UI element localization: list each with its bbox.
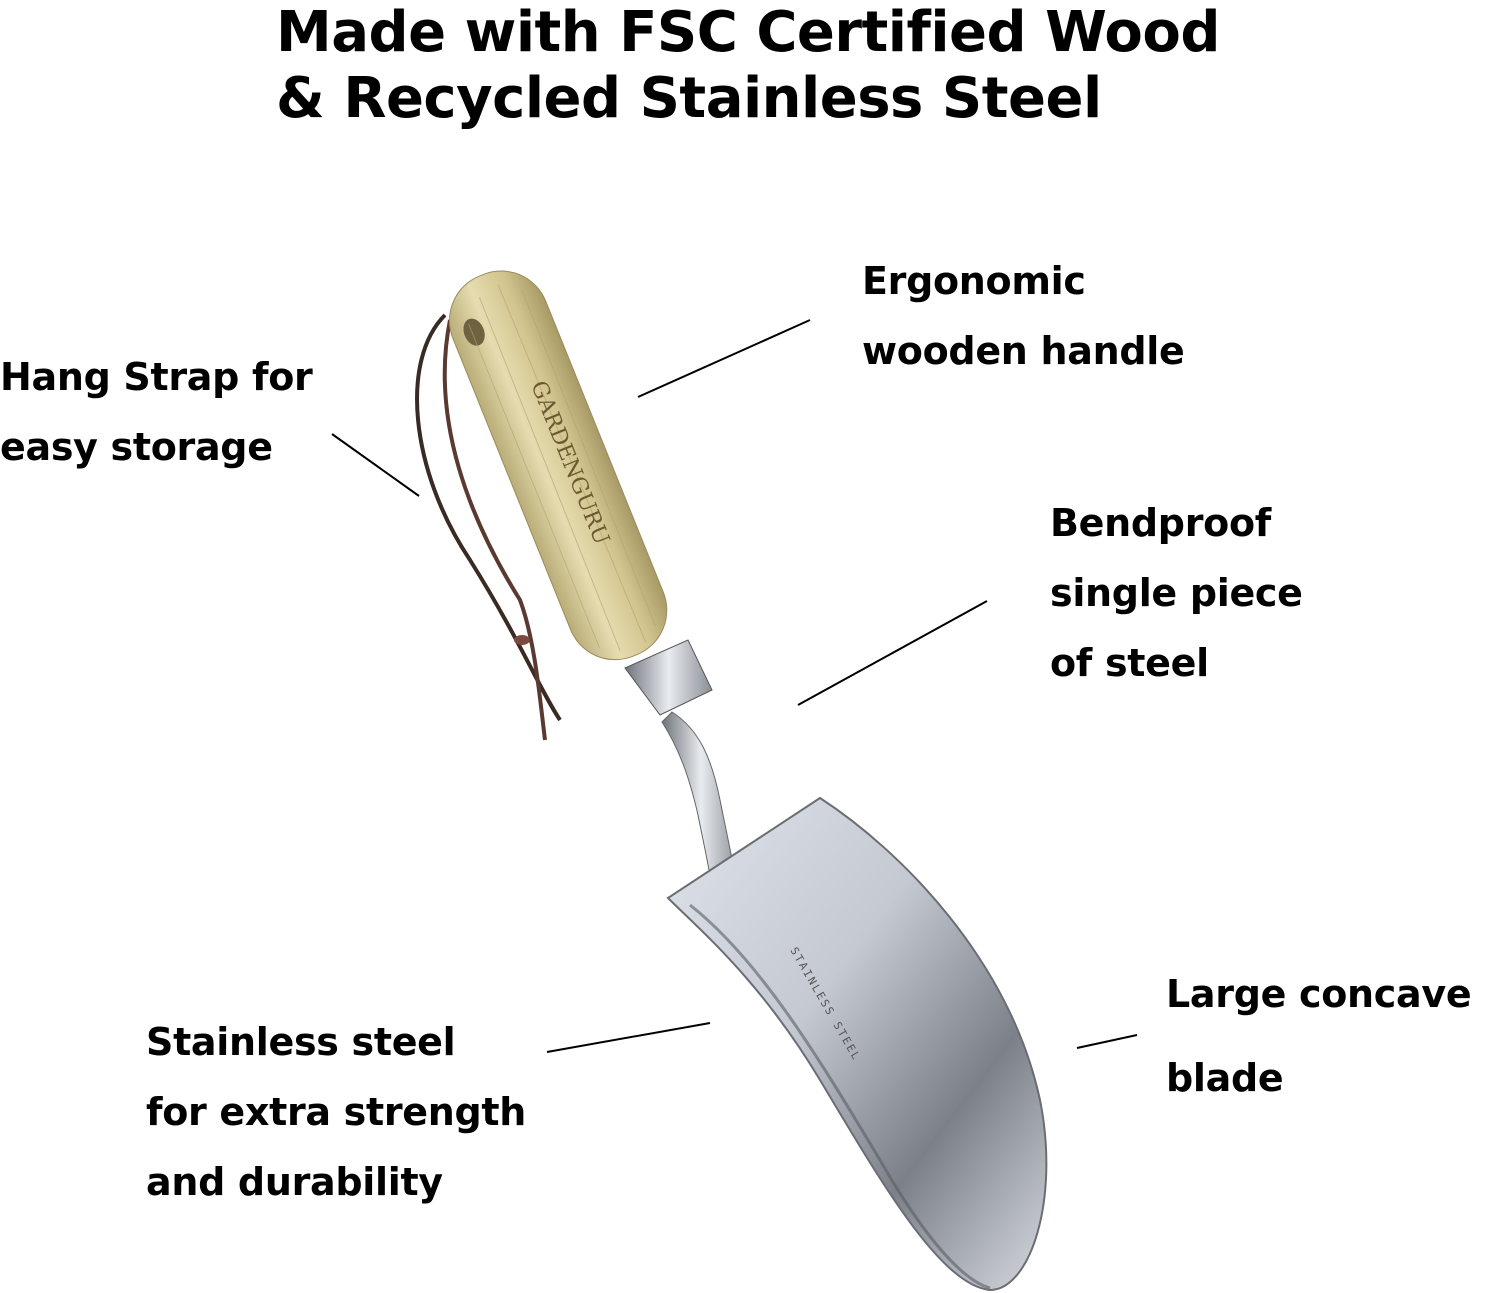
headline-line-2: & Recycled Stainless Steel — [276, 66, 1102, 131]
callout-text: single piece — [1050, 571, 1303, 615]
callout-text: and durability — [146, 1160, 443, 1204]
callout-hang-strap: Hang Strap for easy storage — [0, 342, 313, 482]
blade — [666, 796, 1048, 1292]
callout-text: for extra strength — [146, 1090, 527, 1134]
leader-blade — [1076, 1034, 1138, 1049]
callout-handle: Ergonomic wooden handle — [862, 246, 1185, 386]
callout-text: easy storage — [0, 425, 273, 469]
ferrule — [624, 639, 713, 716]
callout-blade: Large concave blade — [1166, 952, 1472, 1120]
headline-line-1: Made with FSC Certified Wood — [276, 0, 1220, 65]
leader-stainless — [546, 1022, 711, 1053]
callout-bendproof: Bendproof single piece of steel — [1050, 488, 1303, 698]
leader-handle — [637, 319, 811, 398]
callout-text: Hang Strap for — [0, 355, 313, 399]
callout-text: of steel — [1050, 641, 1209, 685]
hang-strap — [415, 313, 562, 741]
wooden-handle: GARDENGURU — [448, 270, 668, 661]
callout-text: blade — [1166, 1056, 1284, 1100]
leader-lines — [331, 319, 1138, 1053]
callout-text: Bendproof — [1050, 501, 1271, 545]
callout-text: Stainless steel — [146, 1020, 456, 1064]
leader-bendproof — [797, 600, 988, 706]
leader-hang-strap — [331, 433, 420, 497]
headline: Made with FSC Certified Wood & Recycled … — [276, 0, 1220, 132]
callout-text: Ergonomic — [862, 259, 1086, 303]
callout-text: wooden handle — [862, 329, 1185, 373]
callout-text: Large concave — [1166, 972, 1472, 1016]
callout-stainless: Stainless steel for extra strength and d… — [146, 1007, 526, 1217]
